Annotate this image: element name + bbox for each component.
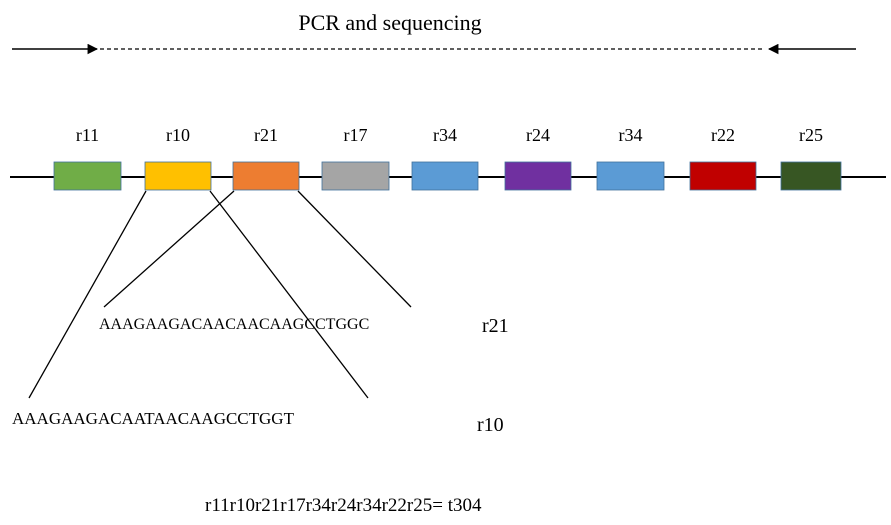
repeat-label-7-r34: r34 [619,125,643,145]
r21-right-connector [297,190,412,308]
repeat-label-6-r24: r24 [526,125,550,145]
r10-left-connector [28,190,147,399]
r10-sequence: AAAGAAGACAATAACAAGCCTGGT [12,409,295,428]
r10-right-connector [209,190,369,399]
repeat-box-6-r24 [504,161,572,191]
pcr-title: PCR and sequencing [298,10,481,35]
repeat-label-9-r25: r25 [799,125,823,145]
repeat-box-9-r25 [780,161,842,191]
repeat-label-2-r10: r10 [166,125,190,145]
repeat-box-7-r34 [596,161,665,191]
repeat-box-2-r10 [144,161,212,191]
r21-sequence: AAAGAAGACAACAACAAGCCTGGC [99,316,369,333]
r21-sequence-name: r21 [482,315,509,337]
repeat-box-4-r17 [321,161,390,191]
repeat-label-1-r11: r11 [76,125,99,145]
repeat-label-5-r34: r34 [433,125,457,145]
repeat-array: r11 r10 r21 r17 r34 r24 r34 r22 r25 [53,125,842,191]
r21-left-connector [103,190,235,308]
repeat-label-3-r21: r21 [254,125,278,145]
spa-type-formula: r11r10r21r17r34r24r34r22r25= t304 [205,495,482,516]
sequence-connectors [28,190,412,399]
repeat-label-8-r22: r22 [711,125,735,145]
repeat-box-5-r34 [411,161,479,191]
repeat-box-8-r22 [689,161,757,191]
repeat-box-3-r21 [232,161,300,191]
repeat-label-4-r17: r17 [344,125,368,145]
r10-sequence-name: r10 [477,414,504,436]
repeat-box-1-r11 [53,161,122,191]
